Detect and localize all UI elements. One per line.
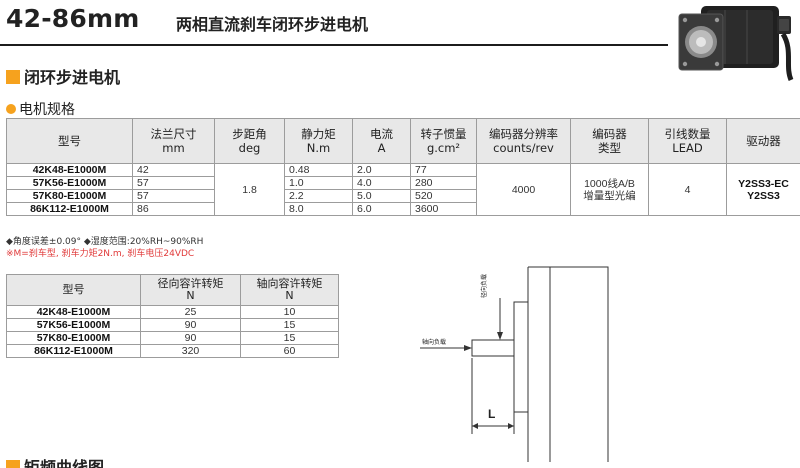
header-rule [0, 44, 668, 46]
cell-torque: 0.48 [285, 164, 353, 177]
cell-radial: 90 [141, 332, 241, 345]
table-row: 42K48-E1000M 42 1.8 0.48 2.0 77 4000 100… [7, 164, 800, 177]
header-encoder-type: 编码器类型 [571, 119, 649, 164]
cell-model: 57K56-E1000M [7, 319, 141, 332]
cell-inertia: 3600 [411, 203, 477, 216]
cell-flange: 42 [133, 164, 215, 177]
cell-current: 6.0 [353, 203, 411, 216]
cell-model: 42K48-E1000M [7, 164, 133, 177]
flange-outline [514, 302, 528, 412]
header-model: 型号 [7, 275, 141, 306]
page-title: 42-86mm [6, 4, 139, 33]
square-bullet-icon [6, 460, 20, 468]
cell-current: 5.0 [353, 190, 411, 203]
cell-model: 86K112-E1000M [7, 345, 141, 358]
cell-model: 57K80-E1000M [7, 190, 133, 203]
cell-flange: 86 [133, 203, 215, 216]
dimension-label: L [488, 407, 495, 421]
radial-load-label: 径向负载 [480, 274, 488, 298]
table-row: 57K80-E1000M 90 15 [7, 332, 339, 345]
table-row: 86K112-E1000M 320 60 [7, 345, 339, 358]
radial-arrow-icon [497, 332, 503, 340]
cell-axial: 15 [241, 332, 339, 345]
shaft-outline [472, 340, 514, 356]
table-row: 42K48-E1000M 25 10 [7, 306, 339, 319]
header-driver: 驱动器 [727, 119, 800, 164]
cell-torque: 8.0 [285, 203, 353, 216]
load-diagram: L 轴向负载 径向负载 [410, 262, 630, 462]
cell-torque: 1.0 [285, 177, 353, 190]
brake-note: ※M=刹车型, 刹车力矩2N.m, 刹车电压24VDC [6, 246, 194, 259]
circle-bullet-icon [6, 104, 16, 114]
page-subtitle: 两相直流刹车闭环步进电机 [176, 11, 368, 35]
table-row: 57K56-E1000M 90 15 [7, 319, 339, 332]
cell-axial: 15 [241, 319, 339, 332]
cell-model: 42K48-E1000M [7, 306, 141, 319]
axial-arrow-icon [464, 345, 472, 351]
dimension-arrow-icon [472, 423, 478, 429]
section-title: 闭环步进电机 [6, 64, 120, 84]
axial-load-label: 轴向负载 [422, 338, 446, 346]
cell-model: 57K56-E1000M [7, 177, 133, 190]
cell-flange: 57 [133, 177, 215, 190]
cell-radial: 25 [141, 306, 241, 319]
dimension-arrow-icon [508, 423, 514, 429]
cell-step-angle: 1.8 [215, 164, 285, 216]
cell-axial: 10 [241, 306, 339, 319]
cell-torque: 2.2 [285, 190, 353, 203]
header-model: 型号 [7, 119, 133, 164]
cell-axial: 60 [241, 345, 339, 358]
cell-inertia: 77 [411, 164, 477, 177]
cell-model: 57K80-E1000M [7, 332, 141, 345]
square-bullet-icon [6, 70, 20, 84]
cell-lead-count: 4 [649, 164, 727, 216]
motor-body-outline [528, 267, 608, 462]
cell-radial: 320 [141, 345, 241, 358]
cell-radial: 90 [141, 319, 241, 332]
cell-inertia: 520 [411, 190, 477, 203]
motor-product-image [665, 0, 800, 82]
cell-inertia: 280 [411, 177, 477, 190]
cell-model: 86K112-E1000M [7, 203, 133, 216]
cell-current: 4.0 [353, 177, 411, 190]
cell-encoder-resolution: 4000 [477, 164, 571, 216]
cell-current: 2.0 [353, 164, 411, 177]
spec-subtitle: 电机规格 [6, 99, 75, 119]
cell-flange: 57 [133, 190, 215, 203]
footer-section-title: 矩频曲线图 [6, 454, 104, 468]
